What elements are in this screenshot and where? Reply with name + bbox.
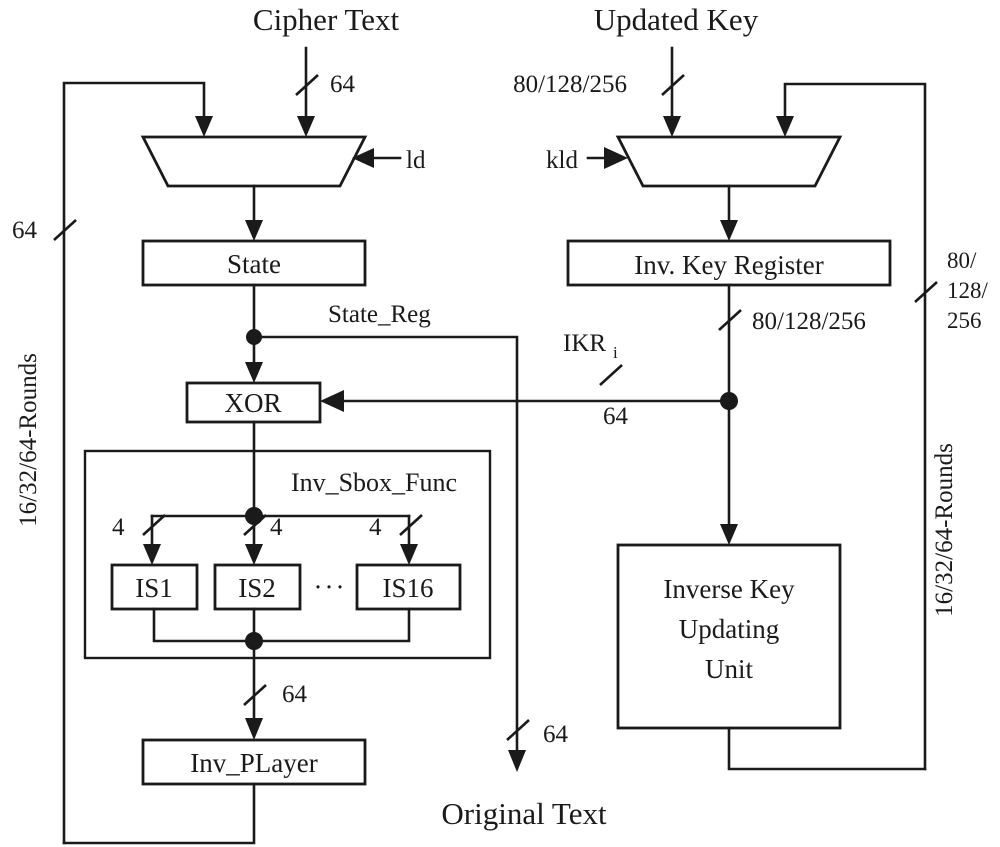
state-reg-branch-to-output: 64 [252,335,569,772]
sbox-in-width-label-2: 4 [270,514,283,541]
updated-key-input-wire: 80/128/256 [513,46,685,137]
inverse-key-updating-unit-line2: Updating [679,614,780,644]
sbox-fanout-bus: 4 4 4 [112,507,423,565]
state-block-label: State [227,249,281,279]
ikr-branch-wire: IKR i 64 [320,330,731,430]
ikr-net-label: IKR [563,330,606,357]
inverse-key-updating-unit-line3: Unit [705,654,754,684]
sbox-to-invplayer-wire: 64 [243,639,308,740]
ikr-subscript-label: i [613,343,618,362]
original-text-width-label: 64 [543,721,569,748]
sbox-in-width-label-1: 4 [112,514,125,541]
is16-label: IS16 [382,573,433,603]
is1-block[interactable]: IS1 [110,563,199,611]
inv-sbox-func-container[interactable]: Inv_Sbox_Func [83,449,492,660]
keyreg-output-wire: 80/128/256 [718,283,866,545]
key-in-width-label: 80/128/256 [513,71,627,98]
xor-block[interactable]: XOR [185,381,322,424]
inv-player-block[interactable]: Inv_PLayer [141,738,367,786]
mux-to-state-wire [245,184,263,241]
right-feedback-width-line2: 128/ [947,278,989,303]
state-reg-net-label: State_Reg [328,301,431,328]
left-feedback-width-label: 64 [12,217,38,244]
kld-label: kld [546,147,578,174]
inv-player-output-wire [62,782,256,845]
sbox-merge-bus [152,607,411,650]
right-feedback-loop: 80/ 128/ 256 16/32/64-Rounds [776,82,989,771]
sbox-out-width-label: 64 [282,681,308,708]
is2-label: IS2 [238,573,276,603]
is2-block[interactable]: IS2 [213,563,302,611]
left-rounds-label: 16/32/64-Rounds [15,353,42,527]
state-to-xor-wire: State_Reg [245,283,431,383]
left-feedback-loop: 64 16/32/64-Rounds [12,81,213,845]
sbox-in-width-label-3: 4 [369,514,382,541]
ikr-bus-width-label: 64 [603,403,629,430]
right-rounds-label: 16/32/64-Rounds [931,443,958,617]
inv-key-register-label: Inv. Key Register [634,250,823,280]
is16-block[interactable]: IS16 [355,563,462,611]
iku-output-wire [727,726,927,771]
right-feedback-width-line1: 80/ [947,248,977,273]
kld-control-signal[interactable]: kld [546,147,628,174]
inv-player-label: Inv_PLayer [190,748,317,778]
inv-sbox-func-label: Inv_Sbox_Func [291,468,457,497]
key-reg-out-width-label: 80/128/256 [752,308,866,335]
cipher-in-width-label: 64 [330,71,356,98]
inv-key-register-block[interactable]: Inv. Key Register [566,239,892,287]
cipher-text-label: Cipher Text [253,2,400,37]
is1-label: IS1 [135,573,173,603]
state-block[interactable]: State [141,239,367,287]
ld-label: ld [406,147,426,174]
original-text-label: Original Text [441,796,607,831]
right-feedback-width-line3: 256 [947,308,982,333]
left-mux[interactable] [140,135,368,188]
updated-key-label: Updated Key [594,2,759,37]
inverse-key-updating-unit-block[interactable]: Inverse Key Updating Unit [616,543,842,730]
cipher-text-input-wire: 64 [295,46,356,137]
inverse-key-updating-unit-line1: Inverse Key [663,574,795,604]
ld-control-signal[interactable]: ld [352,147,426,174]
key-mux[interactable] [615,135,843,188]
sbox-ellipsis-label: ··· [314,572,347,602]
xor-block-label: XOR [224,388,281,418]
keymux-to-keyreg-wire [720,184,738,241]
